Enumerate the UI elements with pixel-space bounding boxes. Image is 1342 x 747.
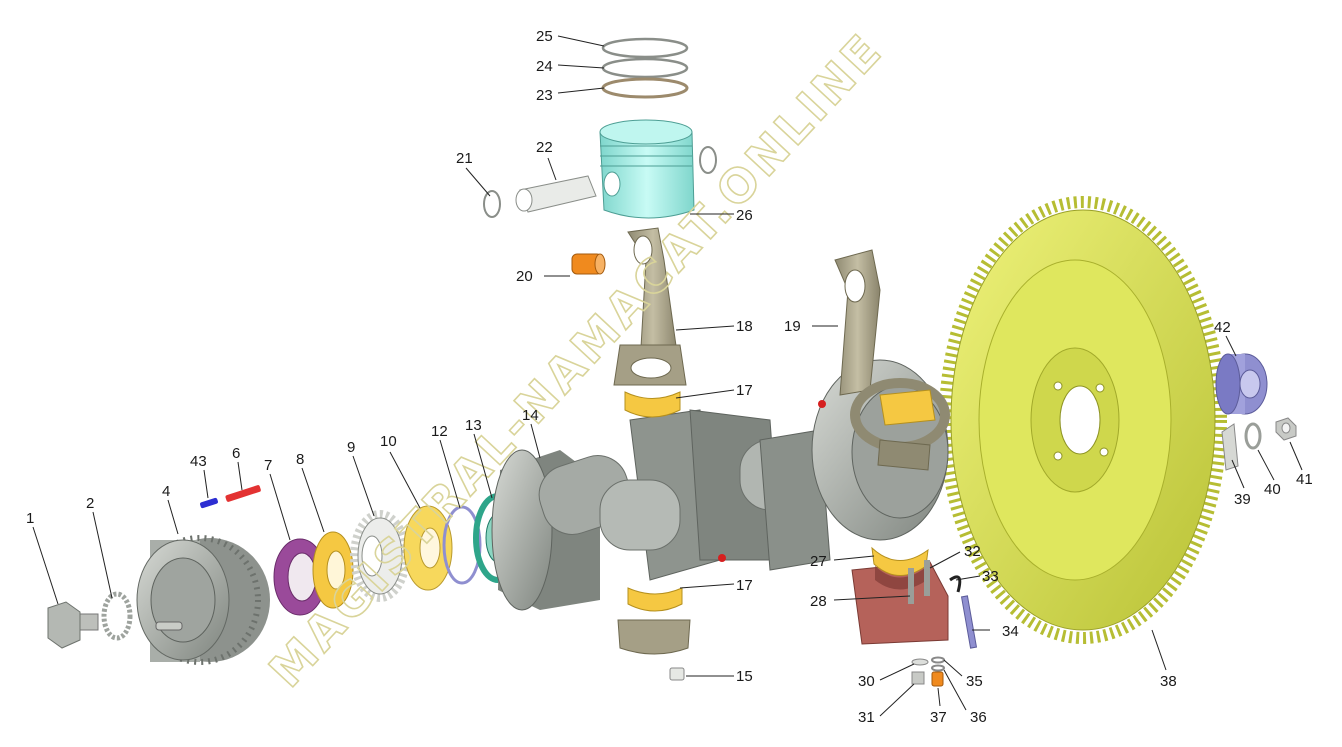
- callout-27: 27: [810, 553, 827, 570]
- flywheel-ring-gear: [939, 196, 1227, 644]
- lock-washer: [101, 591, 133, 641]
- callout-43: 43: [190, 453, 207, 470]
- callout-33: 33: [982, 568, 999, 585]
- callout-40: 40: [1264, 481, 1281, 498]
- callout-8: 8: [296, 451, 304, 468]
- crankshaft-pulley: [136, 535, 270, 665]
- key-43: [200, 497, 218, 509]
- callout-labels: 1 2 4 43 6 7 8 9 10 12 13 14 15 17 17 18…: [26, 28, 1313, 726]
- callout-17-lower: 17: [736, 577, 753, 594]
- callout-26: 26: [736, 207, 753, 224]
- bearing-shell-upper: [624, 391, 681, 418]
- lock-plate-39: [1221, 423, 1239, 471]
- pulley-bolt: [47, 601, 99, 649]
- callout-10: 10: [380, 433, 397, 450]
- key-6: [225, 485, 261, 502]
- callout-28: 28: [810, 593, 827, 610]
- callout-24: 24: [536, 58, 553, 75]
- callout-9: 9: [347, 439, 355, 456]
- pin-circlip-left: [483, 190, 501, 218]
- plug-15: [669, 667, 685, 681]
- callout-37: 37: [930, 709, 947, 726]
- callout-19: 19: [784, 318, 801, 335]
- small-end-bush: [571, 253, 606, 275]
- callout-13: 13: [465, 417, 482, 434]
- thrust-washer-10: [403, 505, 453, 591]
- piston-ring-25: [601, 37, 689, 59]
- callout-38: 38: [1160, 673, 1177, 690]
- callout-30: 30: [858, 673, 875, 690]
- callout-25: 25: [536, 28, 553, 45]
- connecting-rod-18: [613, 227, 687, 386]
- pin-circlip-right: [699, 146, 717, 174]
- piston-ring-23: [601, 77, 689, 99]
- callout-20: 20: [516, 268, 533, 285]
- circlip: [442, 505, 482, 585]
- callout-17-upper: 17: [736, 382, 753, 399]
- nut-31: [911, 671, 925, 685]
- callout-42: 42: [1214, 319, 1231, 336]
- connecting-rod-19: [834, 249, 950, 471]
- callout-18: 18: [736, 318, 753, 335]
- callout-4: 4: [162, 483, 170, 500]
- callout-31: 31: [858, 709, 875, 726]
- piston: [599, 119, 695, 219]
- callout-32: 32: [964, 543, 981, 560]
- pilot-bearing-sleeve: [1215, 353, 1268, 415]
- nut-41: [1275, 417, 1297, 441]
- callout-1: 1: [26, 510, 34, 527]
- washer-30: [911, 658, 929, 666]
- callout-36: 36: [970, 709, 987, 726]
- callout-34: 34: [1002, 623, 1019, 640]
- washer-35: [931, 656, 945, 664]
- bearing-shell-lower: [627, 587, 683, 612]
- piston-ring-24: [601, 57, 689, 79]
- callout-15: 15: [736, 668, 753, 685]
- callout-41: 41: [1296, 471, 1313, 488]
- washer-36: [931, 664, 945, 672]
- callout-23: 23: [536, 87, 553, 104]
- leader-lines: [32, 35, 1303, 717]
- callout-21: 21: [456, 150, 473, 167]
- piston-pin: [515, 175, 597, 213]
- callout-22: 22: [536, 139, 553, 156]
- callout-39: 39: [1234, 491, 1251, 508]
- callout-12: 12: [431, 423, 448, 440]
- washer-40: [1244, 422, 1262, 450]
- callout-35: 35: [966, 673, 983, 690]
- callout-6: 6: [232, 445, 240, 462]
- callout-2: 2: [86, 495, 94, 512]
- main-bearing-cap: [851, 546, 962, 645]
- bush-37: [931, 671, 944, 687]
- rod-cap: [617, 619, 691, 655]
- dowel-pin-34: [960, 595, 978, 649]
- callout-14: 14: [522, 407, 539, 424]
- thrust-washer-8: [312, 531, 354, 609]
- callout-7: 7: [264, 457, 272, 474]
